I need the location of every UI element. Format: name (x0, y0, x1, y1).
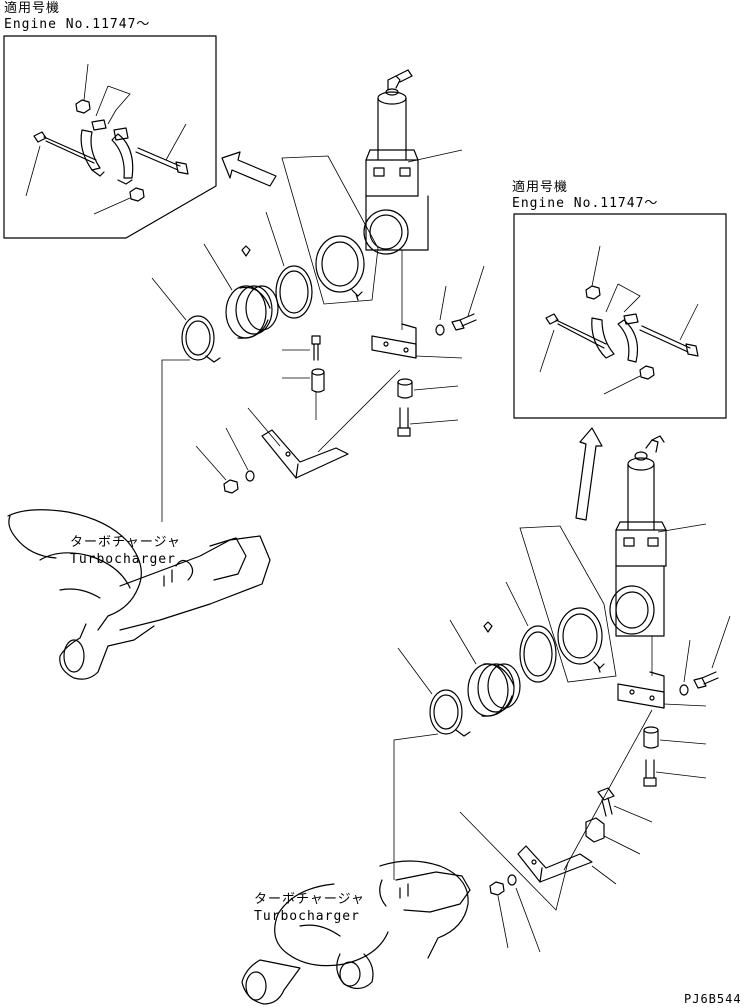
assembly-1-valve (363, 69, 463, 330)
inset-1-title: 適用号機 (4, 1, 61, 16)
inset-2-engine-no: Engine No.11747～ (512, 196, 659, 211)
turbocharger-2 (241, 860, 471, 1005)
assembly-1-clamps (151, 155, 379, 522)
inset-1-frame (3, 35, 217, 239)
assembly-2-valve (609, 435, 707, 676)
turbocharger-1 (7, 509, 271, 680)
inset-1-arrow (221, 151, 277, 187)
inset-1-clamp-parts (25, 63, 189, 215)
assembly-2-bracket (617, 615, 731, 787)
turbocharger-2-label-en: Turbocharger (254, 909, 360, 924)
inset-2-frame (513, 213, 727, 419)
assembly-1-support (195, 335, 401, 494)
assembly-2-clamps (393, 525, 617, 880)
assembly-2-support (459, 709, 653, 953)
turbocharger-1-label-jp: ターボチャージャ (70, 535, 181, 550)
inset-2-arrow (575, 427, 603, 521)
turbocharger-2-label-jp: ターボチャージャ (254, 892, 365, 907)
diagram-code: PJ6B544 (684, 992, 742, 1006)
assembly-1-bracket (371, 265, 485, 437)
inset-1-engine-no: Engine No.11747～ (4, 17, 151, 32)
inset-2-title: 適用号機 (512, 180, 569, 195)
inset-2-clamp-parts (539, 245, 699, 395)
turbocharger-1-label-en: Turbocharger (70, 552, 176, 567)
